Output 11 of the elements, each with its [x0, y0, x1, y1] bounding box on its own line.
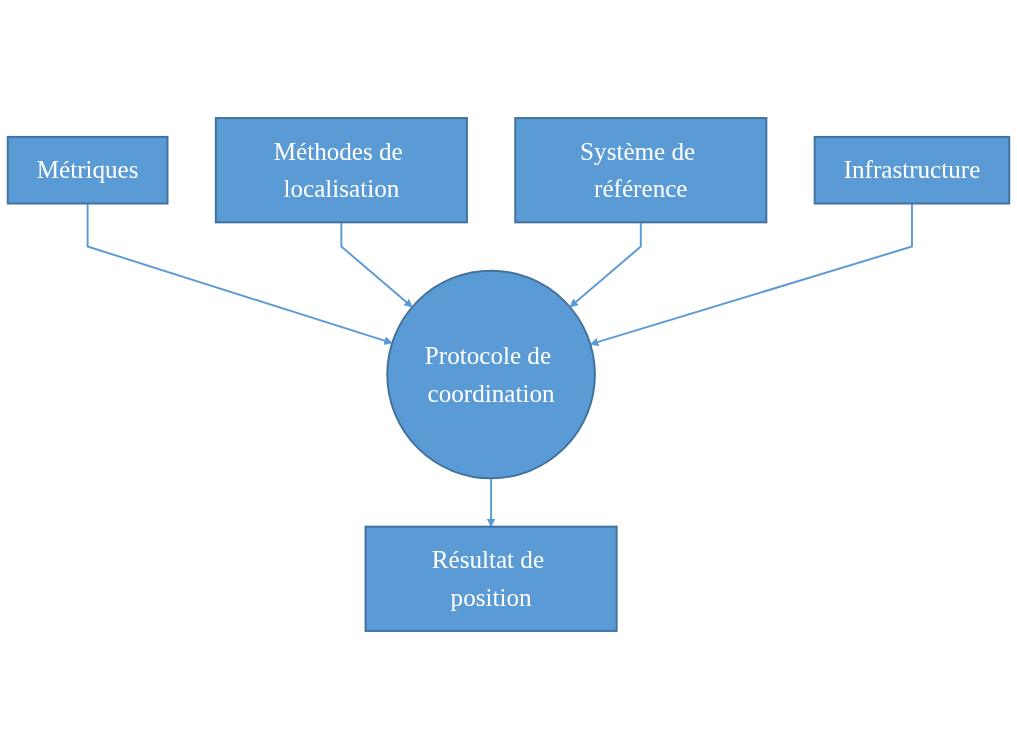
node-box: Résultat de position	[364, 525, 618, 632]
node-box: Infrastructure	[813, 135, 1011, 205]
arrow	[340, 221, 413, 308]
node-circle: Protocole de coordination	[386, 269, 596, 480]
node-box: Système de référence	[514, 117, 768, 224]
arrow	[86, 202, 393, 345]
node-box: Métriques	[6, 135, 169, 205]
node-box: Méthodes de localisation	[214, 117, 468, 224]
arrow	[486, 477, 496, 527]
arrow	[569, 221, 642, 308]
arrow	[590, 202, 913, 347]
